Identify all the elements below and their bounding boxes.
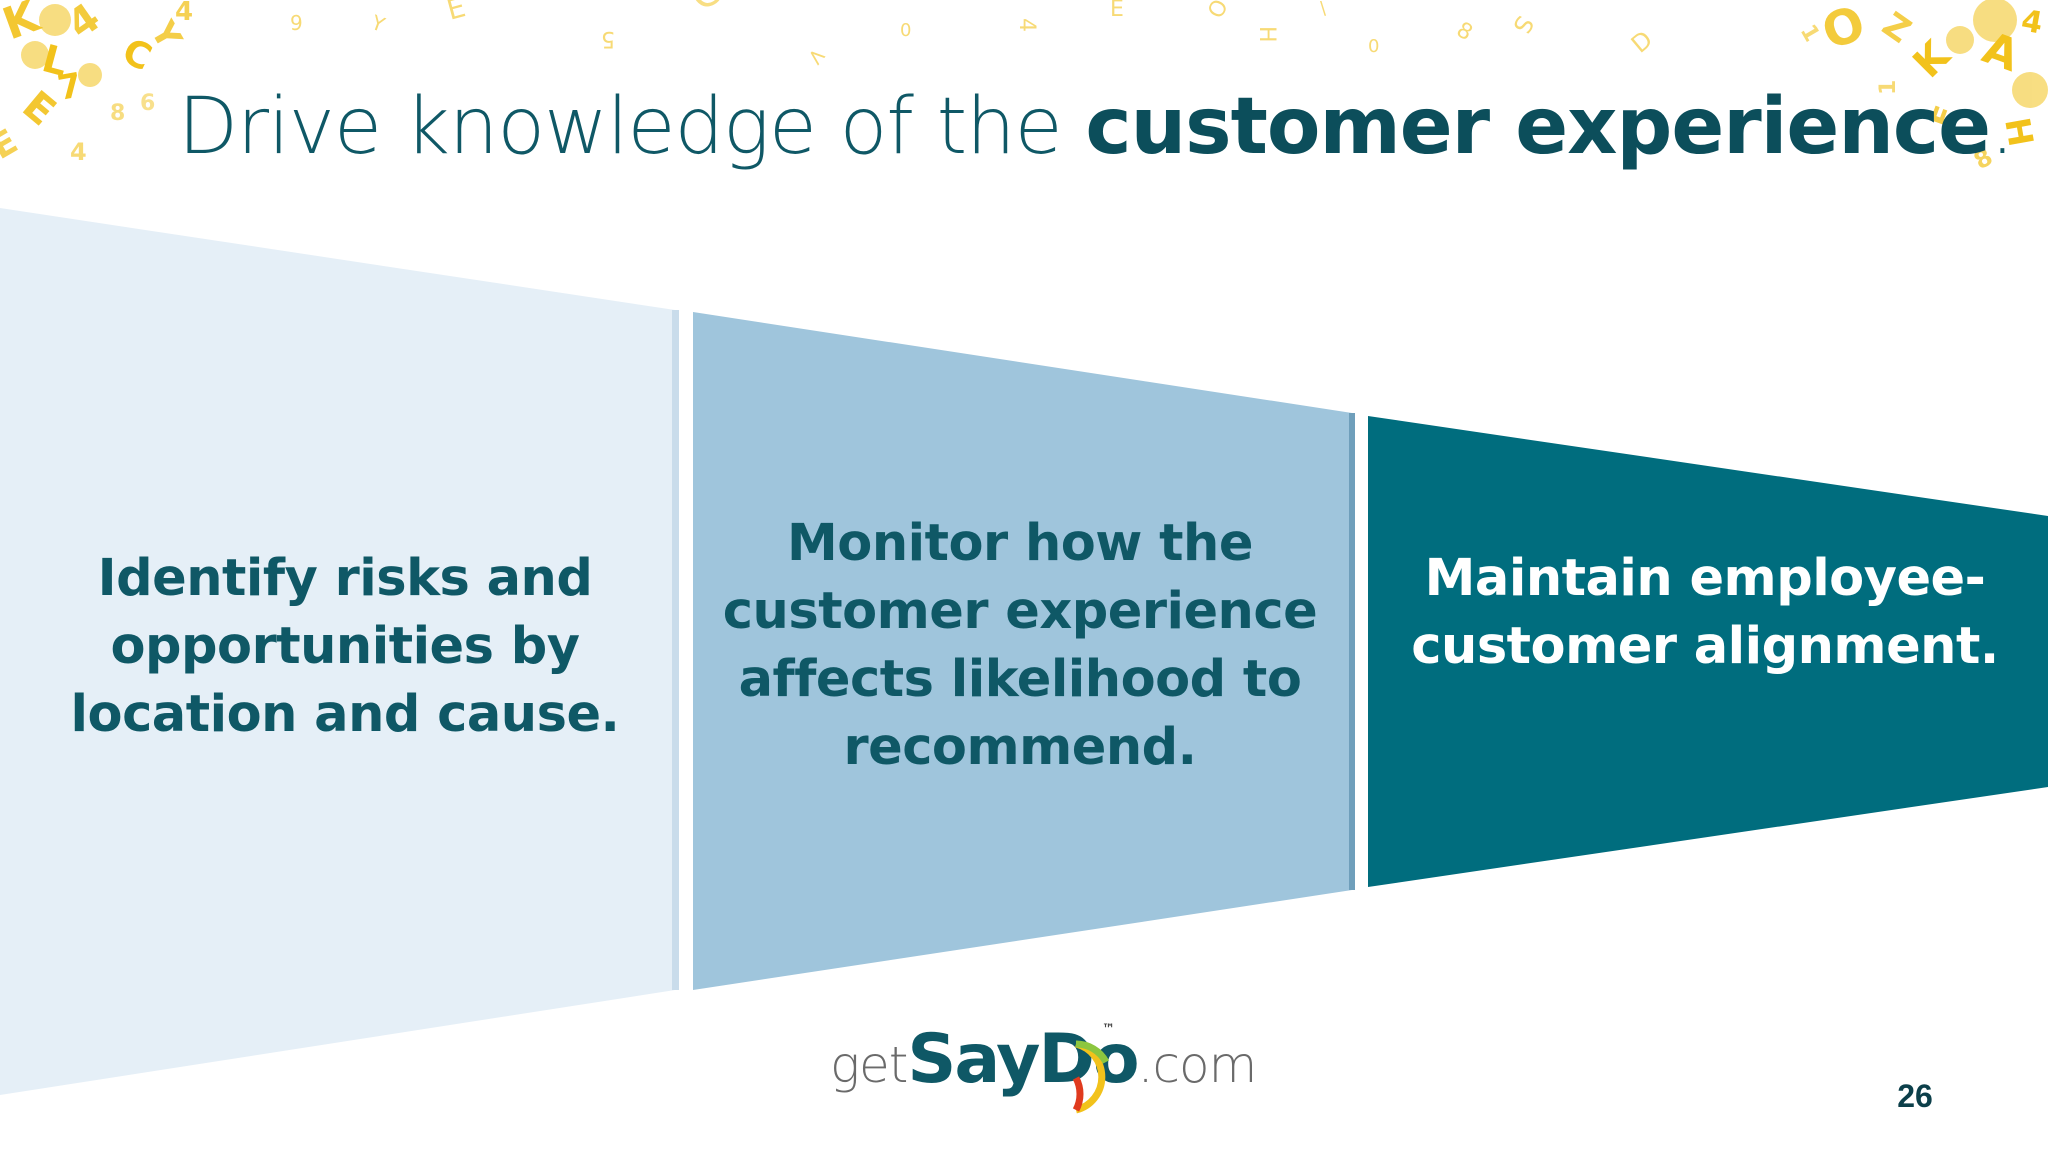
page-title: Drive knowledge of the customer experien… [178,72,2015,182]
segment-1-shape [0,208,675,1095]
saydo-arc-logo-icon [1072,1040,1110,1114]
title-suffix: . [1990,82,2015,172]
title-prefix: Drive knowledge of the [178,82,1086,172]
logo-get: get [830,1036,908,1094]
segment-1-text: Identify risks and opportunities by loca… [70,549,620,744]
segment-2-edge [1349,413,1355,890]
getsaydo-logo: getSayDo.com ™ [830,1020,1257,1114]
segment-3-text: Maintain employee-customer alignment. [1411,549,1999,676]
logo-trademark: ™ [1102,1022,1115,1037]
segment-2-shape [693,312,1352,990]
segment-2-text: Monitor how the customer experience affe… [722,514,1318,777]
logo-dotcom: .com [1137,1036,1258,1094]
segment-1-edge [672,310,679,990]
title-emphasis: customer experience [1085,82,1991,172]
segment-3-shape [1368,416,2048,887]
page-number: 26 [1897,1078,1933,1114]
